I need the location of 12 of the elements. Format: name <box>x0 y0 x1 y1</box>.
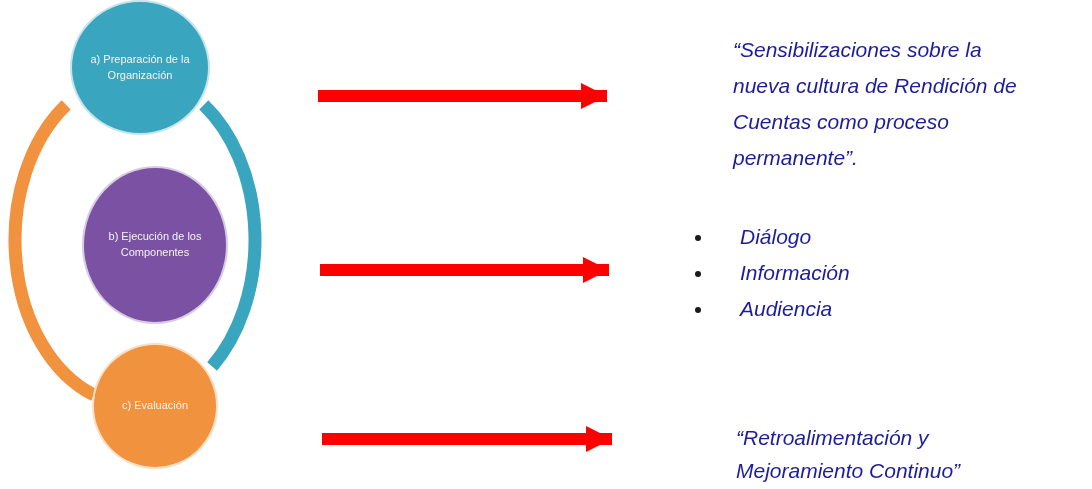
stage-label: b) Ejecución de los Componentes <box>107 229 203 260</box>
outcome-text: “Sensibilizaciones sobre la nueva cultura de Rendición de Cuentas como proceso permanente”. <box>733 37 1018 171</box>
list-item-text: Audiencia <box>740 297 833 320</box>
stage-label: a) Preparación de la Organización <box>89 51 191 83</box>
cycle-arc <box>199 100 262 371</box>
outcome-text: “Retroalimentación y Mejoramiento Continuo” <box>736 425 962 484</box>
arrow <box>320 256 609 284</box>
arrow <box>318 82 607 110</box>
list-item-text: Información <box>740 261 850 284</box>
arrow <box>322 425 612 453</box>
list-item-text: Diálogo <box>740 225 812 248</box>
stage-label: c) Evaluación <box>121 398 188 414</box>
